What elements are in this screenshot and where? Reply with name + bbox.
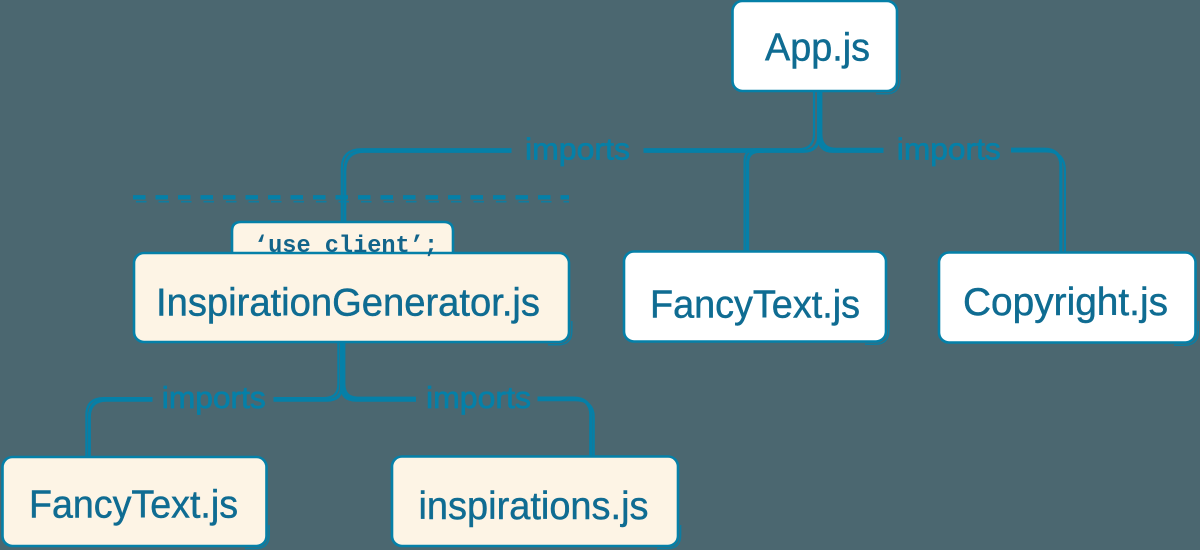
svg-text:imports: imports [162,380,266,415]
svg-text:inspirations.js: inspirations.js [419,485,649,528]
svg-text:App.js: App.js [765,26,870,69]
svg-text:imports: imports [525,131,630,166]
svg-text:FancyText.js: FancyText.js [650,284,860,327]
svg-text:‘use client’;: ‘use client’; [254,233,438,260]
svg-text:imports: imports [426,380,531,415]
svg-text:FancyText.js: FancyText.js [29,484,238,527]
svg-text:InspirationGenerator.js: InspirationGenerator.js [156,281,540,324]
svg-text:imports: imports [897,131,1001,166]
svg-text:Copyright.js: Copyright.js [963,281,1168,324]
